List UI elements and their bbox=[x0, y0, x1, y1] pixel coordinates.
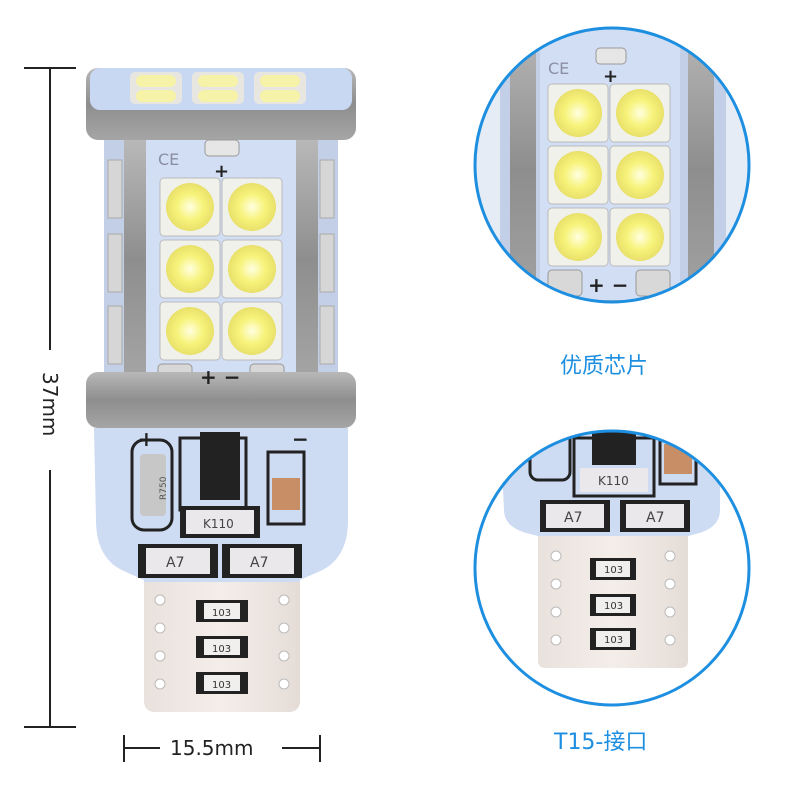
width-dimension-label: 15.5mm bbox=[170, 736, 254, 760]
width-dimension bbox=[123, 735, 321, 762]
resistor-code-label: R750 bbox=[159, 476, 169, 500]
top-led-row bbox=[130, 72, 306, 104]
chip-k110-label: K110 bbox=[203, 517, 234, 531]
zoom-plus-top-label: + bbox=[603, 66, 618, 87]
resistor-3-label: 103 bbox=[212, 680, 231, 691]
zoom-resistor-2-label: 103 bbox=[604, 601, 623, 612]
resistor-2-label: 103 bbox=[212, 644, 231, 655]
board-minus-label: − bbox=[292, 427, 309, 451]
plus-minus-label: + − bbox=[200, 365, 240, 389]
zoom-chip-a7-left-label: A7 bbox=[564, 510, 582, 526]
zoom-resistor-1-label: 103 bbox=[604, 565, 623, 576]
main-bulb bbox=[86, 68, 356, 712]
height-dimension bbox=[24, 67, 76, 728]
led-chip-grid bbox=[159, 177, 283, 361]
height-dimension-label: 37mm bbox=[38, 372, 62, 437]
zoom-circle-chips bbox=[473, 26, 751, 304]
plus-top-label: + bbox=[214, 161, 229, 182]
zoom-chip-k110-label: K110 bbox=[598, 474, 629, 488]
zoom-ce-mark: CE bbox=[548, 59, 569, 78]
resistor-1-label: 103 bbox=[212, 608, 231, 619]
chips-caption: 优质芯片 bbox=[560, 354, 649, 379]
bottom-collar bbox=[86, 372, 356, 428]
base-resistors bbox=[196, 600, 248, 694]
zoom-resistor-3-label: 103 bbox=[604, 635, 623, 646]
zoom-chip-a7-right-label: A7 bbox=[646, 510, 664, 526]
ce-mark: CE bbox=[158, 150, 179, 169]
board-plus-label: + bbox=[138, 427, 155, 451]
chip-a7-left-label: A7 bbox=[166, 555, 184, 571]
zoom-circle-base bbox=[473, 429, 751, 707]
interface-caption: T15-接口 bbox=[554, 730, 648, 755]
chip-a7-right-label: A7 bbox=[250, 555, 268, 571]
zoom-plus-minus-label: + − bbox=[588, 273, 628, 297]
